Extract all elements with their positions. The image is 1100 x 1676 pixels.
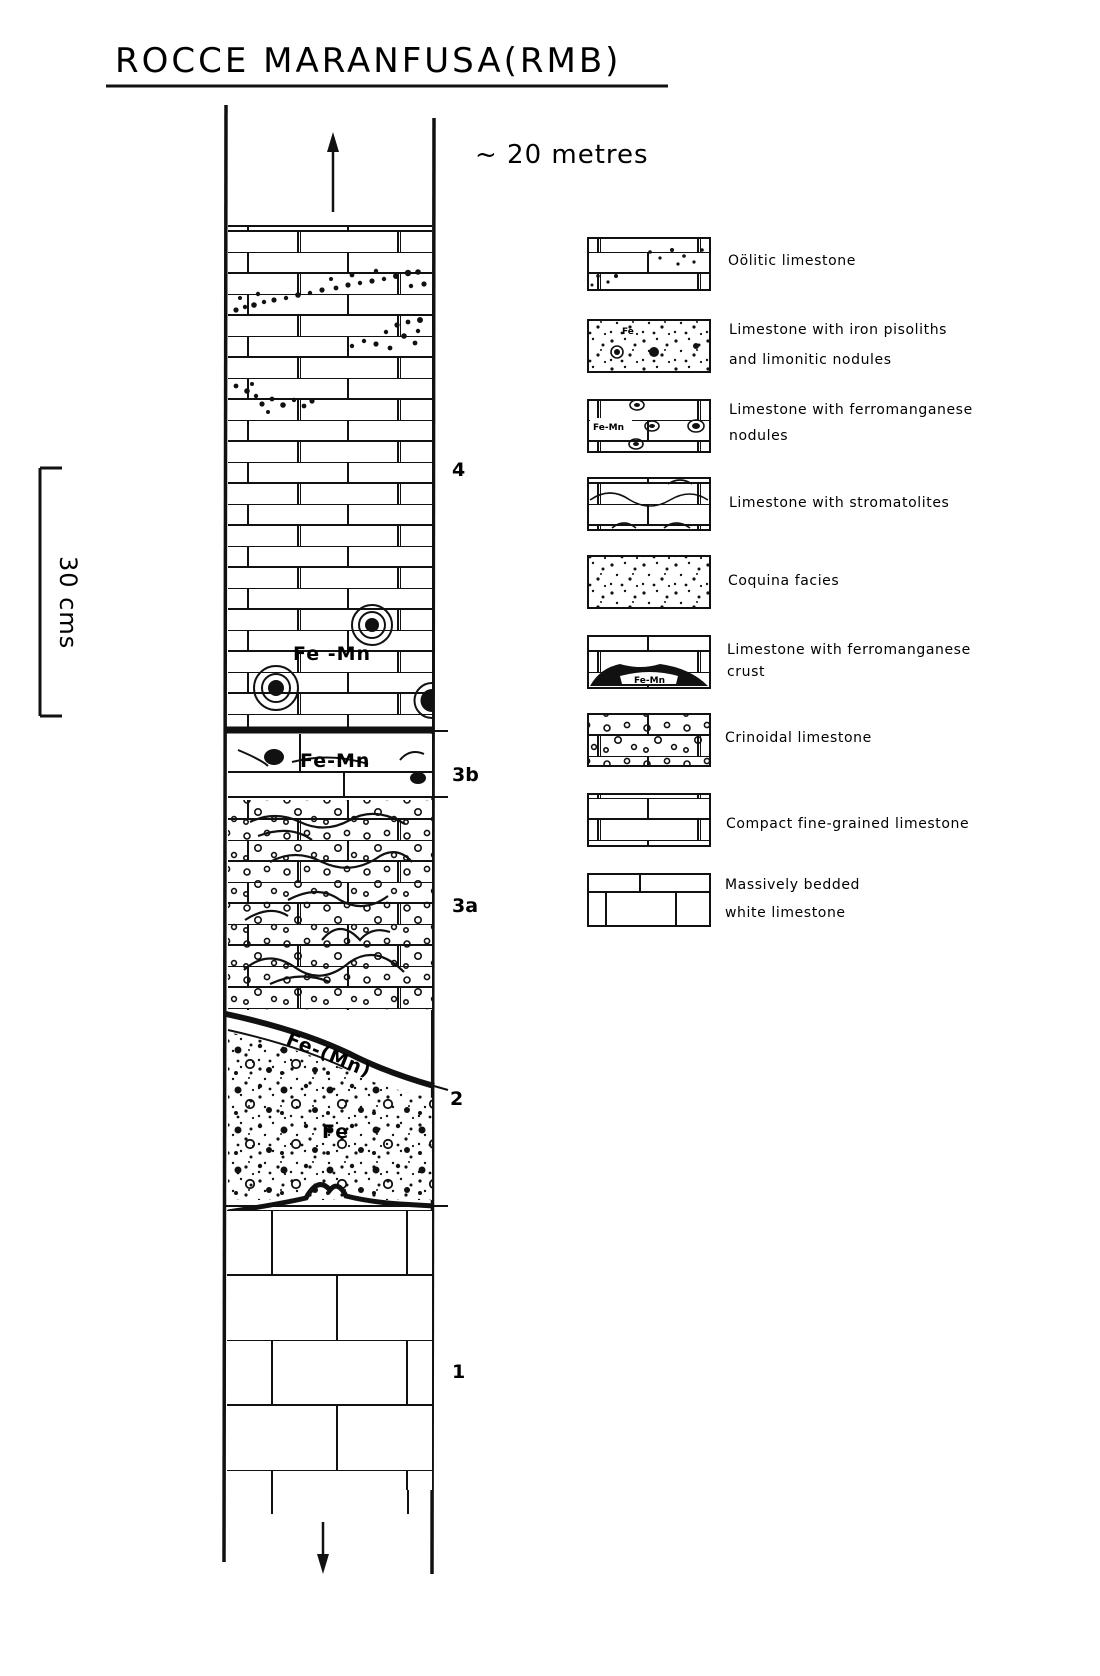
legend-swatch-femn-nodules xyxy=(587,399,711,453)
unit-4-body xyxy=(228,226,432,728)
legend-text-oolitic: Oölitic limestone xyxy=(728,253,856,269)
up-arrow-icon xyxy=(327,132,339,212)
fe-mn-nodule-3b-small-icon xyxy=(410,772,426,784)
unit-3a-crinoids xyxy=(228,800,432,1010)
legend-text-pisolith-2: and limonitic nodules xyxy=(729,352,892,368)
column-right-line xyxy=(430,117,436,1575)
scale-bar-label: 30 cms xyxy=(54,556,82,649)
legend-swatch-crinoidal xyxy=(587,713,711,767)
figure-title: ROCCE MARANFUSA(RMB) xyxy=(115,41,621,81)
legend: Oölitic limestone Fe Limestone with iron… xyxy=(587,237,973,927)
unit-1-2-boundary xyxy=(227,1182,435,1215)
scale-bar xyxy=(38,466,62,718)
top-note: ~ 20 metres xyxy=(475,140,649,170)
legend-tag-fe: Fe xyxy=(622,327,634,337)
legend-swatch-femn-crust xyxy=(587,635,711,689)
column-left-line xyxy=(222,104,228,1563)
legend-text-crinoidal: Crinoidal limestone xyxy=(725,730,872,746)
unit-label-3a: 3a xyxy=(452,895,478,917)
fe-mn-nodule-3b-icon xyxy=(264,749,284,765)
unit-label-1: 1 xyxy=(452,1361,465,1383)
unit-3b-body xyxy=(228,734,432,796)
fe-mn-nodule-icon xyxy=(253,604,433,719)
oolitic-band-lower xyxy=(233,382,315,414)
legend-swatch-coquina xyxy=(587,555,711,609)
fe-mn-label-unit3b: Fe-Mn xyxy=(300,750,370,772)
unit-2-pisoliths xyxy=(228,1032,432,1200)
legend-text-femn-nodules-2: nodules xyxy=(729,428,788,444)
legend-text-stromatolites: Limestone with stromatolites xyxy=(729,495,949,511)
legend-text-femn-nodules-1: Limestone with ferromanganese xyxy=(729,402,973,418)
fe-mn-crust-lower xyxy=(225,1011,435,1089)
legend-swatch-pisolith xyxy=(587,319,711,373)
legend-swatch-massive xyxy=(587,873,711,927)
legend-text-compact: Compact fine-grained limestone xyxy=(726,816,969,832)
unit-1-body xyxy=(227,1210,432,1490)
legend-tag-femn: Fe-Mn xyxy=(593,423,624,433)
legend-text-pisolith-1: Limestone with iron pisoliths xyxy=(729,322,947,338)
legend-tag-femn-crust: Fe-Mn xyxy=(634,676,665,686)
legend-text-massive-1: Massively bedded xyxy=(725,877,860,893)
down-arrow-icon xyxy=(317,1522,329,1574)
legend-text-femn-crust-2: crust xyxy=(727,664,765,680)
legend-text-coquina: Coquina facies xyxy=(728,573,839,589)
unit-label-4: 4 xyxy=(452,459,465,481)
legend-text-femn-crust-1: Limestone with ferromanganese xyxy=(727,642,971,658)
legend-swatch-oolitic xyxy=(587,237,711,291)
unit-3b-lines xyxy=(228,734,432,796)
legend-text-massive-2: white limestone xyxy=(725,905,846,921)
stromatolite-laminae xyxy=(243,812,413,985)
legend-swatch-stromatolites xyxy=(587,477,711,531)
unit-label-3b: 3b xyxy=(452,764,479,786)
legend-swatch-compact xyxy=(587,793,711,847)
oolitic-band-top xyxy=(233,268,427,351)
fe-label-unit2: Fe xyxy=(322,1121,349,1143)
fe-mn-label-unit4: Fe -Mn xyxy=(293,643,371,665)
unit-label-2: 2 xyxy=(450,1088,463,1110)
